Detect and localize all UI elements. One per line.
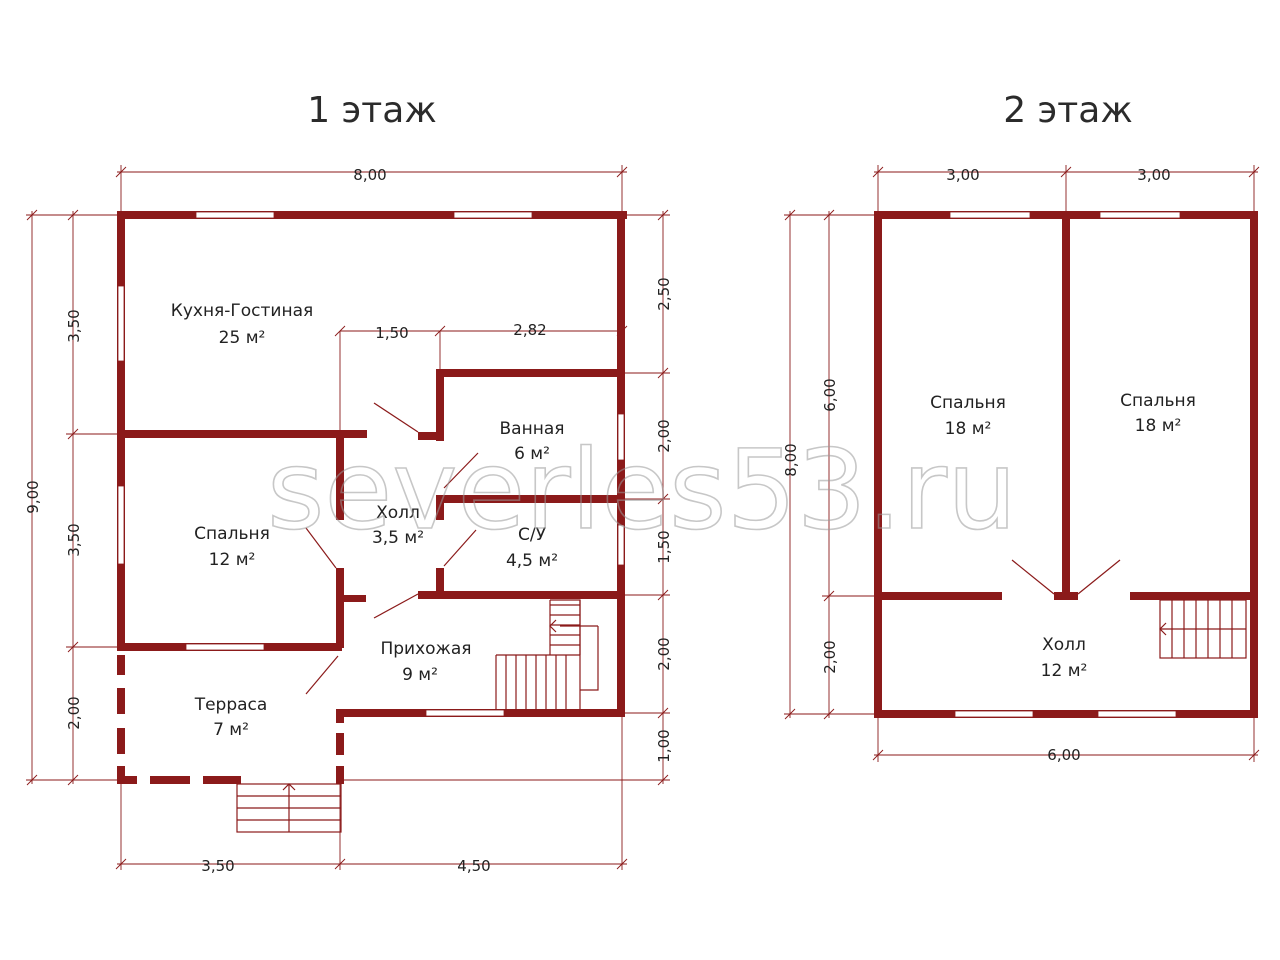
dim-left-a: 3,50 [65,309,83,342]
floor1-title: 1 этаж [307,90,437,131]
floor2-dimension-lines [784,165,1260,762]
room-name: Спальня [1120,391,1196,411]
dim-right-b: 2,00 [655,419,673,452]
room-name: Спальня [194,524,270,544]
room-name: Прихожая [380,639,471,659]
floor1-room-labels: Кухня-Гостиная 25 м² Спальня 12 м² Холл … [171,301,565,740]
terrace-steps [236,783,342,833]
room-area: 7 м² [213,720,249,740]
floor2-doors [1011,559,1121,595]
dim-left-b: 2,00 [821,640,839,673]
room-name: Терраса [194,695,268,715]
floor2-stairs [1159,599,1247,659]
room-area: 12 м² [209,550,256,570]
floor1-dimension-lines [26,165,670,870]
dim-bottom-a: 3,50 [201,857,234,875]
room-name: С/У [518,525,547,545]
floor2-room-labels: Спальня 18 м² Спальня 18 м² Холл 12 м² [930,391,1196,681]
floor1-stairs [495,599,599,710]
dim-left-total: 8,00 [782,443,800,476]
dim-right-d: 2,00 [655,637,673,670]
room-area: 25 м² [219,328,266,348]
floor1-doors [305,402,479,695]
room-name: Холл [1042,635,1086,655]
room-area: 18 м² [1135,416,1182,436]
room-name: Ванная [500,419,565,439]
room-area: 4,5 м² [506,551,558,571]
dim-left-c: 2,00 [65,696,83,729]
room-area: 12 м² [1041,661,1088,681]
dim-right-a: 2,50 [655,277,673,310]
dim-inner-b: 2,82 [513,321,546,339]
room-name: Кухня-Гостиная [171,301,314,321]
room-area: 18 м² [945,419,992,439]
dim-left-total: 9,00 [24,480,42,513]
watermark: severles53.ru [267,426,1017,554]
floor1-dimension-labels: 8,00 9,00 3,50 3,50 2,00 2,50 2,00 1,50 … [24,166,673,875]
dim-left-a: 6,00 [821,378,839,411]
dim-top-b: 3,00 [1137,166,1170,184]
dim-bottom-b: 4,50 [457,857,490,875]
floor1-windows [117,211,625,717]
room-name: Холл [376,503,420,523]
dim-right-c: 1,50 [655,530,673,563]
floor2-windows [949,211,1181,718]
room-area: 9 м² [402,665,438,685]
dim-inner-a: 1,50 [375,324,408,342]
dim-right-e: 1,00 [655,729,673,762]
room-area: 3,5 м² [372,528,424,548]
floor2-dimension-labels: 3,00 3,00 8,00 6,00 2,00 6,00 [782,166,1171,764]
room-area: 6 м² [514,444,550,464]
room-name: Спальня [930,393,1006,413]
dim-top: 8,00 [353,166,386,184]
dim-top-a: 3,00 [946,166,979,184]
dim-bottom: 6,00 [1047,746,1080,764]
dim-left-b: 3,50 [65,523,83,556]
floor2-title: 2 этаж [1003,90,1133,131]
